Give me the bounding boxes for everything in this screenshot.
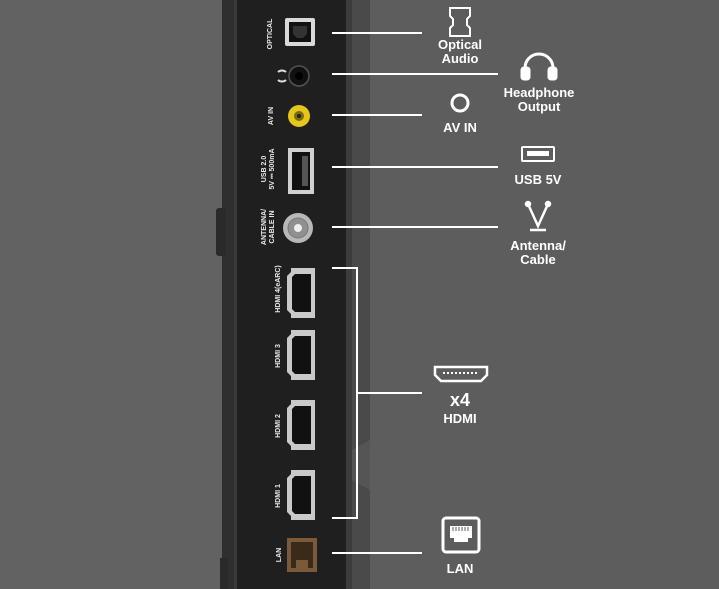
callout-headphone-line2: Output <box>517 99 561 114</box>
callout-av-in: AV IN <box>443 120 477 135</box>
callout-hdmi: HDMI <box>443 411 477 426</box>
callout-hdmi-count: x4 <box>449 390 471 410</box>
port-label-antenna: ANTENNA/ CABLE IN <box>261 195 279 259</box>
callout-antenna-cable: Antenna/ Cable <box>498 239 578 267</box>
lan-port <box>287 538 317 572</box>
callout-optical-line2: Audio <box>441 51 479 66</box>
hdmi-port-4 <box>287 268 315 318</box>
callout-headphone-line1: Headphone <box>503 85 575 100</box>
hdmi-port-3 <box>287 330 315 380</box>
optical-port <box>285 18 315 46</box>
av-in-icon <box>450 93 470 113</box>
hdmi-icon <box>433 365 489 383</box>
port-label-usb-line1: USB 2.0 <box>261 155 268 183</box>
headphones-icon <box>520 52 558 81</box>
port-label-hdmi4: HDMI 4(eARC) <box>275 265 282 313</box>
usb-port <box>288 148 314 194</box>
port-label-hdmi1: HDMI 1 <box>275 484 282 508</box>
callout-lines <box>332 32 498 554</box>
callout-usb: USB 5V <box>514 172 562 187</box>
av-in-port <box>288 105 310 127</box>
ethernet-icon <box>441 516 481 554</box>
callout-headphone-output: Headphone Output <box>494 86 584 114</box>
port-label-optical: OPTICAL <box>267 18 274 50</box>
port-label-lan: LAN <box>276 547 283 563</box>
optical-audio-icon <box>449 7 471 37</box>
callout-optical-line1: Optical <box>437 37 483 52</box>
headphone-port <box>277 65 310 87</box>
usb-icon <box>521 146 555 162</box>
port-label-antenna-line2: CABLE IN <box>269 210 276 244</box>
port-label-hdmi3: HDMI 3 <box>275 344 282 368</box>
callout-antenna-line1: Antenna/ <box>510 238 566 253</box>
callout-optical-audio: Optical Audio <box>420 38 500 66</box>
callout-antenna-line2: Cable <box>520 252 556 267</box>
tv-frame-edge <box>222 0 234 589</box>
antenna-icon <box>524 200 552 232</box>
callout-lan: LAN <box>446 561 474 576</box>
port-label-hdmi2: HDMI 2 <box>275 414 282 438</box>
port-label-usb: USB 2.0 5V ⎓ 500mA <box>261 137 279 201</box>
hdmi-port-1 <box>287 470 315 520</box>
port-label-usb-line2: 5V ⎓ 500mA <box>269 148 276 190</box>
hdmi-port-2 <box>287 400 315 450</box>
antenna-port <box>283 213 313 243</box>
port-label-antenna-line1: ANTENNA/ <box>261 208 268 246</box>
port-label-av-in: AV IN <box>268 106 275 126</box>
